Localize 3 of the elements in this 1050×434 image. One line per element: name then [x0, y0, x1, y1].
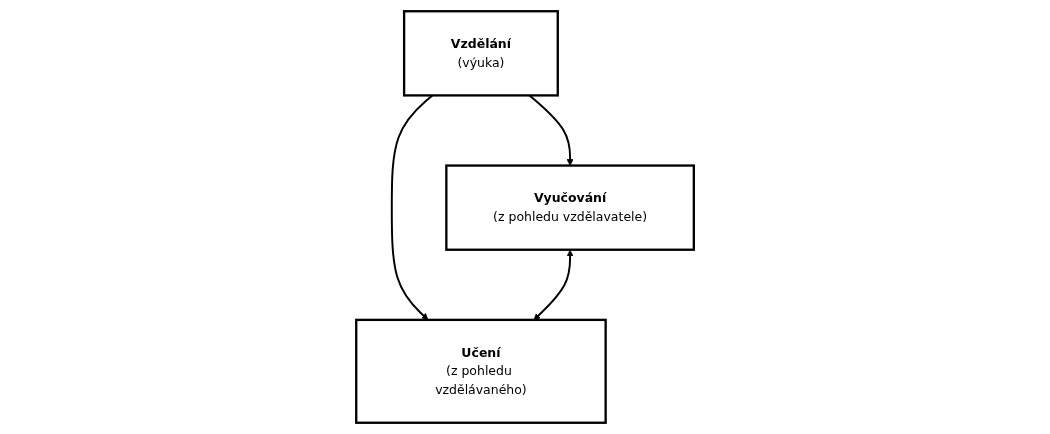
node-box: Učení (z pohledu vzdělávaného)	[355, 318, 607, 424]
node-box: Vyučování (z pohledu vzdělavatele)	[445, 164, 695, 251]
node-box: Vzdělání (výuka)	[402, 10, 559, 97]
